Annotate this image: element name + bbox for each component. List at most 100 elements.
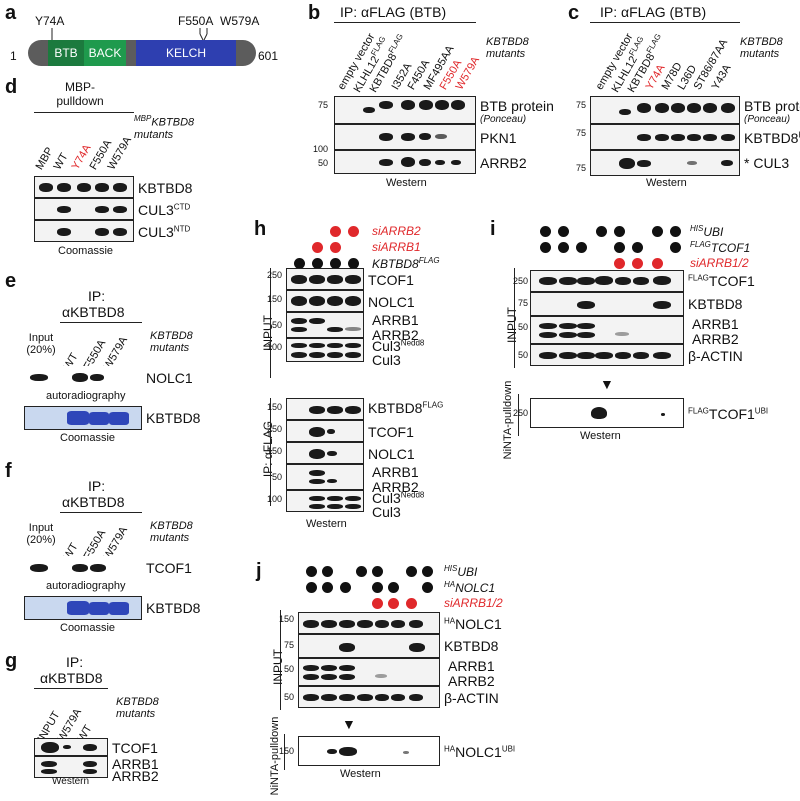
f-row-label: TCOF1 [146, 560, 192, 576]
i-mw: 250 [512, 276, 528, 286]
i-dot [576, 242, 587, 253]
i-blot-arrb [530, 316, 684, 344]
j-cond-label: HANOLC1 [444, 580, 496, 595]
panel-label-i: i [490, 218, 496, 240]
i-footer: Western [580, 430, 621, 442]
i-row-label: ARRB2 [692, 331, 739, 347]
f-mutants-label: KBTBD8 mutants [150, 520, 193, 544]
h-row-label: KBTBD8FLAG [368, 400, 444, 416]
j-mw: 50 [283, 664, 294, 674]
h-row-label: NOLC1 [368, 446, 415, 462]
a-mutation-ticks [51, 28, 208, 41]
h-row-label: NOLC1 [368, 294, 415, 310]
i-dot [652, 258, 663, 269]
c-blot-kbtbd8 [590, 124, 740, 150]
h-row-label: Cul3 [372, 504, 401, 520]
h-blot-ip-nolc1 [286, 442, 364, 464]
c-row-label: KBTBD8HA [744, 130, 800, 146]
c-blot-btb [590, 96, 740, 124]
i-mw: 50 [517, 350, 528, 360]
d-footer: Coomassie [58, 245, 114, 257]
c-ip-title: IP: αFLAG (BTB) [600, 4, 707, 20]
i-dot [670, 242, 681, 253]
e-ip-line [60, 322, 142, 323]
g-row-label: ARRB2 [112, 768, 159, 784]
j-arrow-icon: ▼ [342, 716, 356, 732]
d-lane-label: MBP [33, 145, 56, 172]
g-ip-line [34, 688, 108, 689]
e-blot-kbtbd8 [24, 406, 142, 430]
i-arrow-icon: ▼ [600, 376, 614, 392]
h-mw: 150 [266, 294, 282, 304]
i-row-label: KBTBD8 [688, 296, 743, 312]
i-cond-label: siARRB1/2 [690, 256, 749, 270]
a-domain-kelch: KELCH [136, 40, 236, 66]
h-dot [330, 258, 341, 269]
h-row-label: ARRB2 [372, 327, 419, 343]
j-mw: 50 [283, 692, 294, 702]
i-dot [614, 226, 625, 237]
h-blot-ip-tcof1 [286, 420, 364, 442]
d-row-label: CUL3NTD [138, 224, 191, 240]
i-blot-kbtbd8 [530, 292, 684, 316]
j-blot-arrb [298, 658, 440, 686]
h-cond-label: siARRB2 [372, 224, 421, 238]
a-end: 601 [258, 49, 279, 63]
f-ip: IP: [88, 478, 106, 494]
b-row-label: BTB protein [480, 98, 554, 114]
e-footer-coomassie: Coomassie [60, 432, 116, 444]
i-cond-label: HISUBI [690, 224, 724, 239]
h-mw: 150 [266, 446, 282, 456]
a-mut-w579a: W579A [220, 14, 260, 28]
h-row-label: Cul3 [372, 352, 401, 368]
g-row-label: TCOF1 [112, 740, 158, 756]
i-dot [670, 226, 681, 237]
h-dot [330, 242, 341, 253]
h-blot-input-nolc1 [286, 290, 364, 312]
b-mw: 50 [317, 158, 328, 168]
a-mut-y74a: Y74A [35, 14, 65, 28]
h-mw: 250 [266, 270, 282, 280]
h-blot-input-tcof1 [286, 268, 364, 290]
h-mw: 100 [266, 494, 282, 504]
f-footer-autoradiography: autoradiography [46, 580, 126, 592]
j-cond-label: HISUBI [444, 564, 478, 579]
j-row-label: ARRB2 [448, 673, 495, 689]
d-lane-label: W579A [105, 134, 135, 172]
b-row-label: PKN1 [480, 130, 517, 146]
i-dot [614, 258, 625, 269]
b-footer: Western [386, 177, 427, 189]
h-row-label: TCOF1 [368, 272, 414, 288]
j-dot [322, 582, 333, 593]
j-dot [388, 598, 399, 609]
g-footer: Western [52, 776, 90, 787]
j-footer: Western [340, 768, 381, 780]
h-dot [312, 242, 323, 253]
j-side-line [284, 734, 285, 770]
j-dot [372, 582, 383, 593]
panel-label-b: b [308, 2, 321, 24]
b-blot-btb [334, 96, 476, 124]
g-blot-arrb [34, 756, 108, 778]
j-dot [372, 566, 383, 577]
b-mw: 75 [317, 100, 328, 110]
j-row-label: β-ACTIN [444, 690, 499, 706]
f-blot-kbtbd8 [24, 596, 142, 620]
j-dot [388, 582, 399, 593]
i-cond-label: FLAGTCOF1 [690, 240, 751, 255]
h-row-label: Cul3Nedd8 [372, 338, 425, 354]
i-row-label: FLAGTCOF1UBI [688, 406, 769, 422]
j-side-line [280, 610, 281, 710]
e-row-label: KBTBD8 [146, 410, 201, 426]
j-row-label: ARRB1 [448, 658, 495, 674]
h-blot-ip-kbtbd8 [286, 398, 364, 420]
i-row-label: FLAGTCOF1 [688, 273, 755, 289]
f-row-label: KBTBD8 [146, 600, 201, 616]
b-row-sub: (Ponceau) [480, 114, 527, 125]
d-row-label: CUL3CTD [138, 202, 191, 218]
j-blot-nolc1 [298, 612, 440, 634]
c-mw: 75 [575, 128, 586, 138]
h-side-line [270, 398, 271, 506]
j-blot-nolc1-ubi [298, 736, 440, 766]
panel-label-e: e [5, 270, 17, 292]
